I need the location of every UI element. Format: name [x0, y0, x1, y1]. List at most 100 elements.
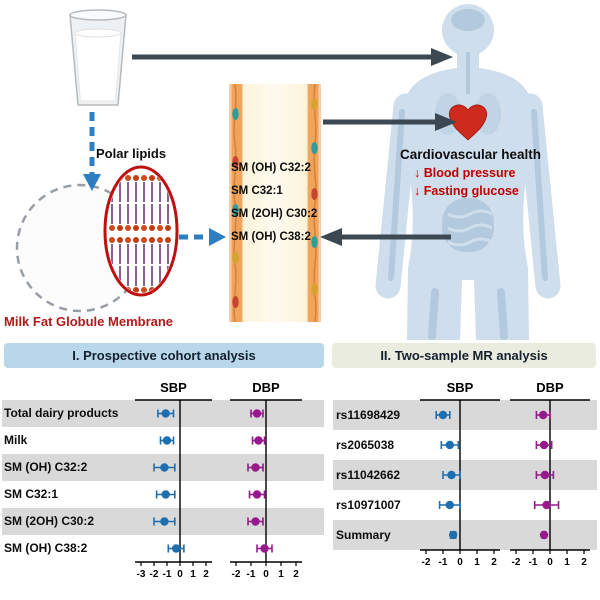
lipid-head [109, 225, 115, 231]
lipid-head [149, 225, 155, 231]
row-label: Total dairy products [4, 406, 119, 420]
intestine-fold [447, 223, 493, 233]
column-header: DBP [536, 380, 564, 395]
tick-label: 1 [278, 569, 284, 580]
lipid-head [125, 175, 131, 181]
row-label: rs11698429 [336, 408, 401, 422]
brain-icon [451, 9, 485, 31]
trachea [466, 52, 470, 94]
tick-label: 2 [581, 557, 587, 568]
blood-vessel-illustration [229, 84, 321, 322]
row-stripe [333, 400, 597, 430]
lipid-head [117, 237, 123, 243]
vessel-edge [229, 84, 232, 322]
lipid-head [141, 287, 147, 293]
blood-pressure-label: ↓ Blood pressure [414, 166, 516, 180]
tick-label: -1 [529, 557, 538, 568]
lipid-head [133, 175, 139, 181]
lipid-head [165, 225, 171, 231]
tick-label: 0 [547, 557, 553, 568]
membrane-zoom-ellipse [103, 165, 179, 297]
lipid-head [141, 225, 147, 231]
tick-label: -1 [247, 569, 256, 580]
lipid-head [133, 225, 139, 231]
row-label: Milk [4, 433, 28, 447]
arrowhead-down-icon [83, 174, 101, 191]
right-leg-bone [497, 288, 508, 340]
arrowhead-right-icon [431, 48, 453, 66]
row-label: SM (OH) C38:2 [4, 541, 88, 555]
row-stripe [333, 430, 597, 460]
lipid-head [149, 237, 155, 243]
wall-texture [233, 84, 237, 322]
tick-label: 2 [203, 569, 209, 580]
tick-label: 2 [491, 557, 497, 568]
left-arm-bone [388, 109, 405, 281]
arrowhead-left-icon [320, 228, 342, 246]
intestine-fold [447, 209, 493, 219]
row-label: SM (2OH) C30:2 [4, 514, 95, 528]
row-label: SM C32:1 [4, 487, 59, 501]
dark-arrows [132, 48, 457, 246]
tick-label: -2 [150, 569, 159, 580]
vessel-lipid-label: SM (2OH) C30:2 [231, 208, 318, 220]
column-header: SBP [447, 380, 474, 395]
intestine-fold [447, 237, 493, 247]
lipid-head [125, 225, 131, 231]
vessel-lipid-label: SM (OH) C32:2 [231, 162, 311, 174]
row-stripe [333, 520, 597, 550]
wall-texture [313, 84, 317, 322]
right-arm-bone [531, 109, 548, 281]
lipid-head [117, 225, 123, 231]
arrowhead-right-icon [435, 113, 457, 131]
cardio-health-label: Cardiovascular health [400, 147, 542, 162]
lipid-head [133, 287, 139, 293]
lipid-head [157, 237, 163, 243]
lipid-head [157, 225, 163, 231]
tick-label: -1 [163, 569, 172, 580]
column-header: DBP [252, 380, 280, 395]
row-stripe [2, 427, 324, 454]
tick-label: -3 [137, 569, 146, 580]
row-label: rs2065038 [336, 438, 395, 452]
fasting-glucose-label: ↓ Fasting glucose [414, 184, 519, 198]
lipid-head [109, 237, 115, 243]
tick-label: -2 [232, 569, 241, 580]
tick-label: 2 [293, 569, 299, 580]
glass-rim [69, 9, 127, 21]
tick-label: -2 [512, 557, 521, 568]
row-label: SM (OH) C32:2 [4, 460, 88, 474]
vessel-lumen [229, 84, 321, 322]
lipid-head [125, 237, 131, 243]
milk-glass-illustration [69, 9, 127, 106]
mfgm-label: Milk Fat Globule Membrane [4, 314, 174, 329]
tick-label: -1 [439, 557, 448, 568]
mechanism-diagram: Polar lipids Cardiovascular health ↓ Blo… [4, 4, 561, 340]
column-header: SBP [160, 380, 187, 395]
lipid-head [165, 237, 171, 243]
lipid-head [141, 237, 147, 243]
lipid-head [133, 237, 139, 243]
mr-panel-title: II. Two-sample MR analysis [332, 343, 596, 368]
forest-panels: I. Prospective cohort analysis II. Two-s… [0, 340, 600, 600]
row-label: Summary [336, 528, 391, 542]
vessel-lipid-label: SM C32:1 [231, 185, 283, 197]
cohort-panel-title: I. Prospective cohort analysis [4, 343, 324, 368]
human-body-illustration [375, 4, 561, 340]
tick-label: 1 [474, 557, 480, 568]
heart-icon [448, 104, 488, 141]
vessel-lipid-label: SM (OH) C38:2 [231, 231, 311, 243]
tick-label: -2 [422, 557, 431, 568]
tick-label: 0 [263, 569, 269, 580]
blue-dashed-arrows [83, 112, 226, 246]
tick-label: 1 [190, 569, 196, 580]
tick-label: 0 [457, 557, 463, 568]
row-label: rs10971007 [336, 498, 401, 512]
row-label: rs11042662 [336, 468, 401, 482]
left-leg-bone [428, 288, 439, 340]
flow-arrows [83, 48, 457, 246]
arrowhead-right-icon [209, 228, 226, 246]
